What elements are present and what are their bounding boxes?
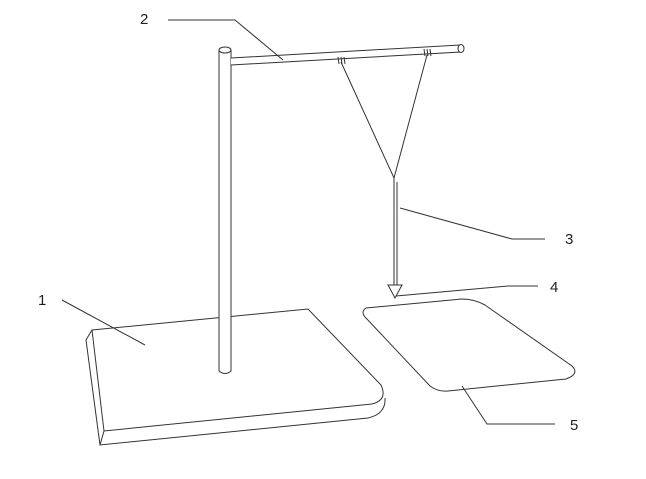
vertical-post [218,46,232,374]
horizontal-arm [230,44,465,66]
callout-1: 1 [38,292,46,309]
callout-3: 3 [565,231,573,248]
suspension-string [340,54,428,285]
leader-lines [61,19,555,425]
callout-5: 5 [570,417,578,434]
plumb-bob [387,284,403,300]
base-plate [85,308,386,446]
callout-2: 2 [140,11,148,28]
target-plate [362,298,576,392]
callout-4: 4 [550,279,558,296]
